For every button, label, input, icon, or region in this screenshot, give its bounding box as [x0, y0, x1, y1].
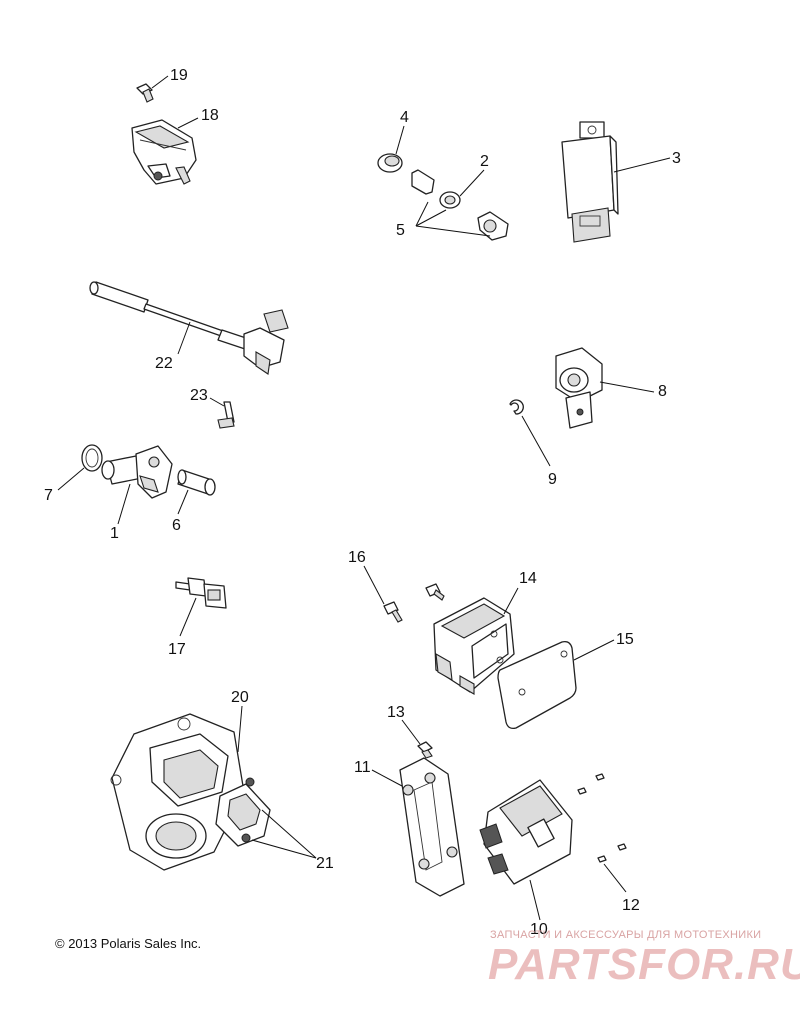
callout-23: 23 [190, 387, 208, 404]
part-6-spacer [177, 469, 216, 515]
part-5-sensor-assembly [411, 169, 509, 241]
part-19-bolt [136, 75, 169, 103]
callout-19: 19 [170, 67, 188, 84]
part-13-bolt [401, 719, 433, 759]
part-14-ecu-housing [433, 587, 519, 695]
callout-7: 7 [44, 487, 53, 504]
callout-22: 22 [155, 355, 173, 372]
callout-21: 21 [316, 855, 334, 872]
callout-18: 18 [201, 107, 219, 124]
leader-2 [459, 169, 485, 197]
callout-16: 16 [348, 549, 366, 566]
part-21-throttle-actuator [215, 777, 317, 859]
part-23-bolt [209, 397, 235, 429]
callout-20: 20 [231, 689, 249, 706]
part-20-throttle-body [110, 705, 245, 871]
part-9-clip [509, 399, 551, 467]
part-18-map-sensor [131, 117, 199, 185]
callout-14: 14 [519, 570, 537, 587]
part-8-knock-sensor [555, 347, 655, 429]
callout-9: 9 [548, 471, 557, 488]
callout-13: 13 [387, 704, 405, 721]
callout-12: 12 [622, 897, 640, 914]
part-17-temp-sensor [175, 577, 227, 637]
part-22-probe-sensor [89, 281, 289, 375]
callout-2: 2 [480, 153, 489, 170]
part-12-screws [577, 773, 627, 893]
callout-1: 1 [110, 525, 119, 542]
callout-11: 11 [354, 759, 371, 776]
part-15-cover-plate [497, 639, 615, 730]
callout-17: 17 [168, 641, 186, 658]
callout-10: 10 [530, 921, 548, 938]
callout-15: 15 [616, 631, 634, 648]
callout-3: 3 [672, 150, 681, 167]
part-10-ecu [479, 779, 573, 921]
copyright-notice: © 2013 Polaris Sales Inc. [55, 936, 202, 951]
part-3-relay-module [561, 121, 671, 243]
watermark-logo: PARTSFOR.RU [488, 940, 800, 989]
part-16-screw [363, 565, 445, 623]
callout-6: 6 [172, 517, 181, 534]
callout-4: 4 [400, 109, 409, 126]
part-4-plug [377, 125, 405, 173]
part-7-o-ring [57, 444, 103, 491]
watermark-tagline: ЗАПЧАСТИ И АКСЕССУАРЫ ДЛЯ МОТОТЕХНИКИ [490, 929, 762, 941]
callout-5: 5 [396, 222, 405, 239]
part-1-cam-sensor [101, 445, 173, 525]
part-11-mounting-bracket [371, 757, 465, 897]
callout-8: 8 [658, 383, 667, 400]
